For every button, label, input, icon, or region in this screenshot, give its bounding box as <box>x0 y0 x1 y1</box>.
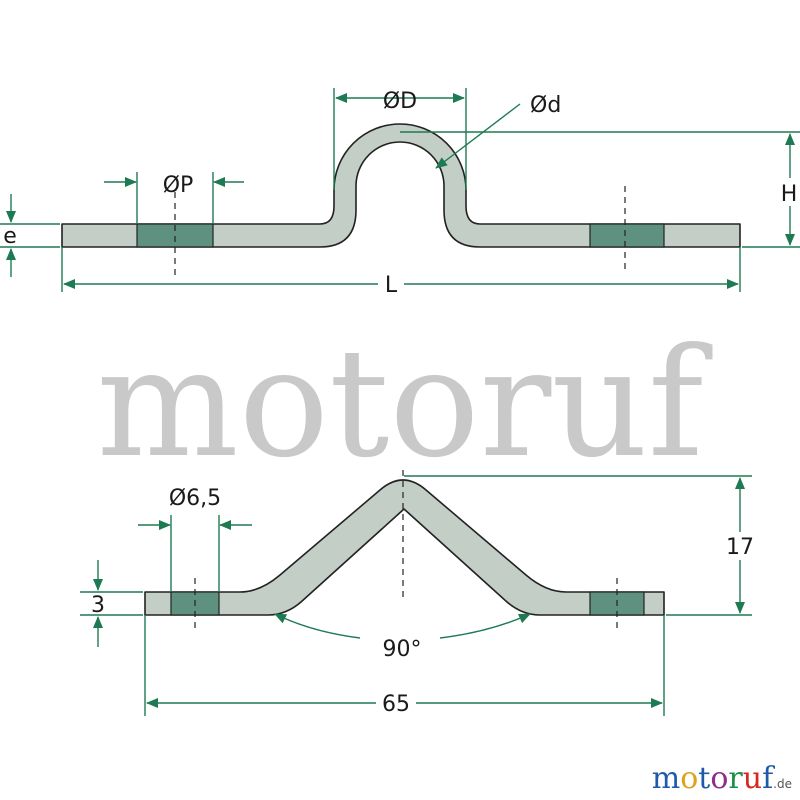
label-background <box>376 688 416 716</box>
logo-letter: m <box>651 761 681 796</box>
label-length: L <box>385 273 398 298</box>
logo-letter: t <box>698 761 711 796</box>
label-angle: 90° <box>383 637 422 662</box>
part-profile-angled <box>144 479 665 616</box>
label-background <box>378 270 404 298</box>
logo-letter: o <box>680 761 699 796</box>
label-height: 17 <box>726 535 754 560</box>
logo-letter: o <box>710 761 729 796</box>
logo-wordmark: motoruf <box>652 761 773 796</box>
brand-logo: motoruf.de <box>652 764 792 794</box>
label-hole-diameter: ØP <box>163 173 194 198</box>
label-thickness: e <box>3 224 17 249</box>
label-background <box>778 178 800 206</box>
label-inner-diameter: Ød <box>530 93 561 118</box>
label-hole-diameter: Ø6,5 <box>169 486 221 511</box>
leader-inner-diameter <box>435 103 521 169</box>
logo-tld: .de <box>773 777 792 791</box>
bottom-view: Ø6,5 3 17 90° 65 <box>80 470 762 717</box>
top-view: ØD Ød H ØP e L <box>0 88 800 298</box>
label-outer-diameter: ØD <box>383 89 417 114</box>
logo-letter: f <box>762 761 774 796</box>
label-length: 65 <box>382 692 410 717</box>
watermark: motoruf <box>97 317 713 491</box>
angle-arc-left <box>274 613 361 639</box>
label-thickness: 3 <box>91 593 105 618</box>
hole-section-right <box>589 223 665 248</box>
logo-letter: u <box>742 761 763 796</box>
angle-arc-right <box>439 613 531 639</box>
label-height: H <box>781 182 798 207</box>
label-background <box>720 532 762 560</box>
logo-letter: r <box>728 761 743 796</box>
